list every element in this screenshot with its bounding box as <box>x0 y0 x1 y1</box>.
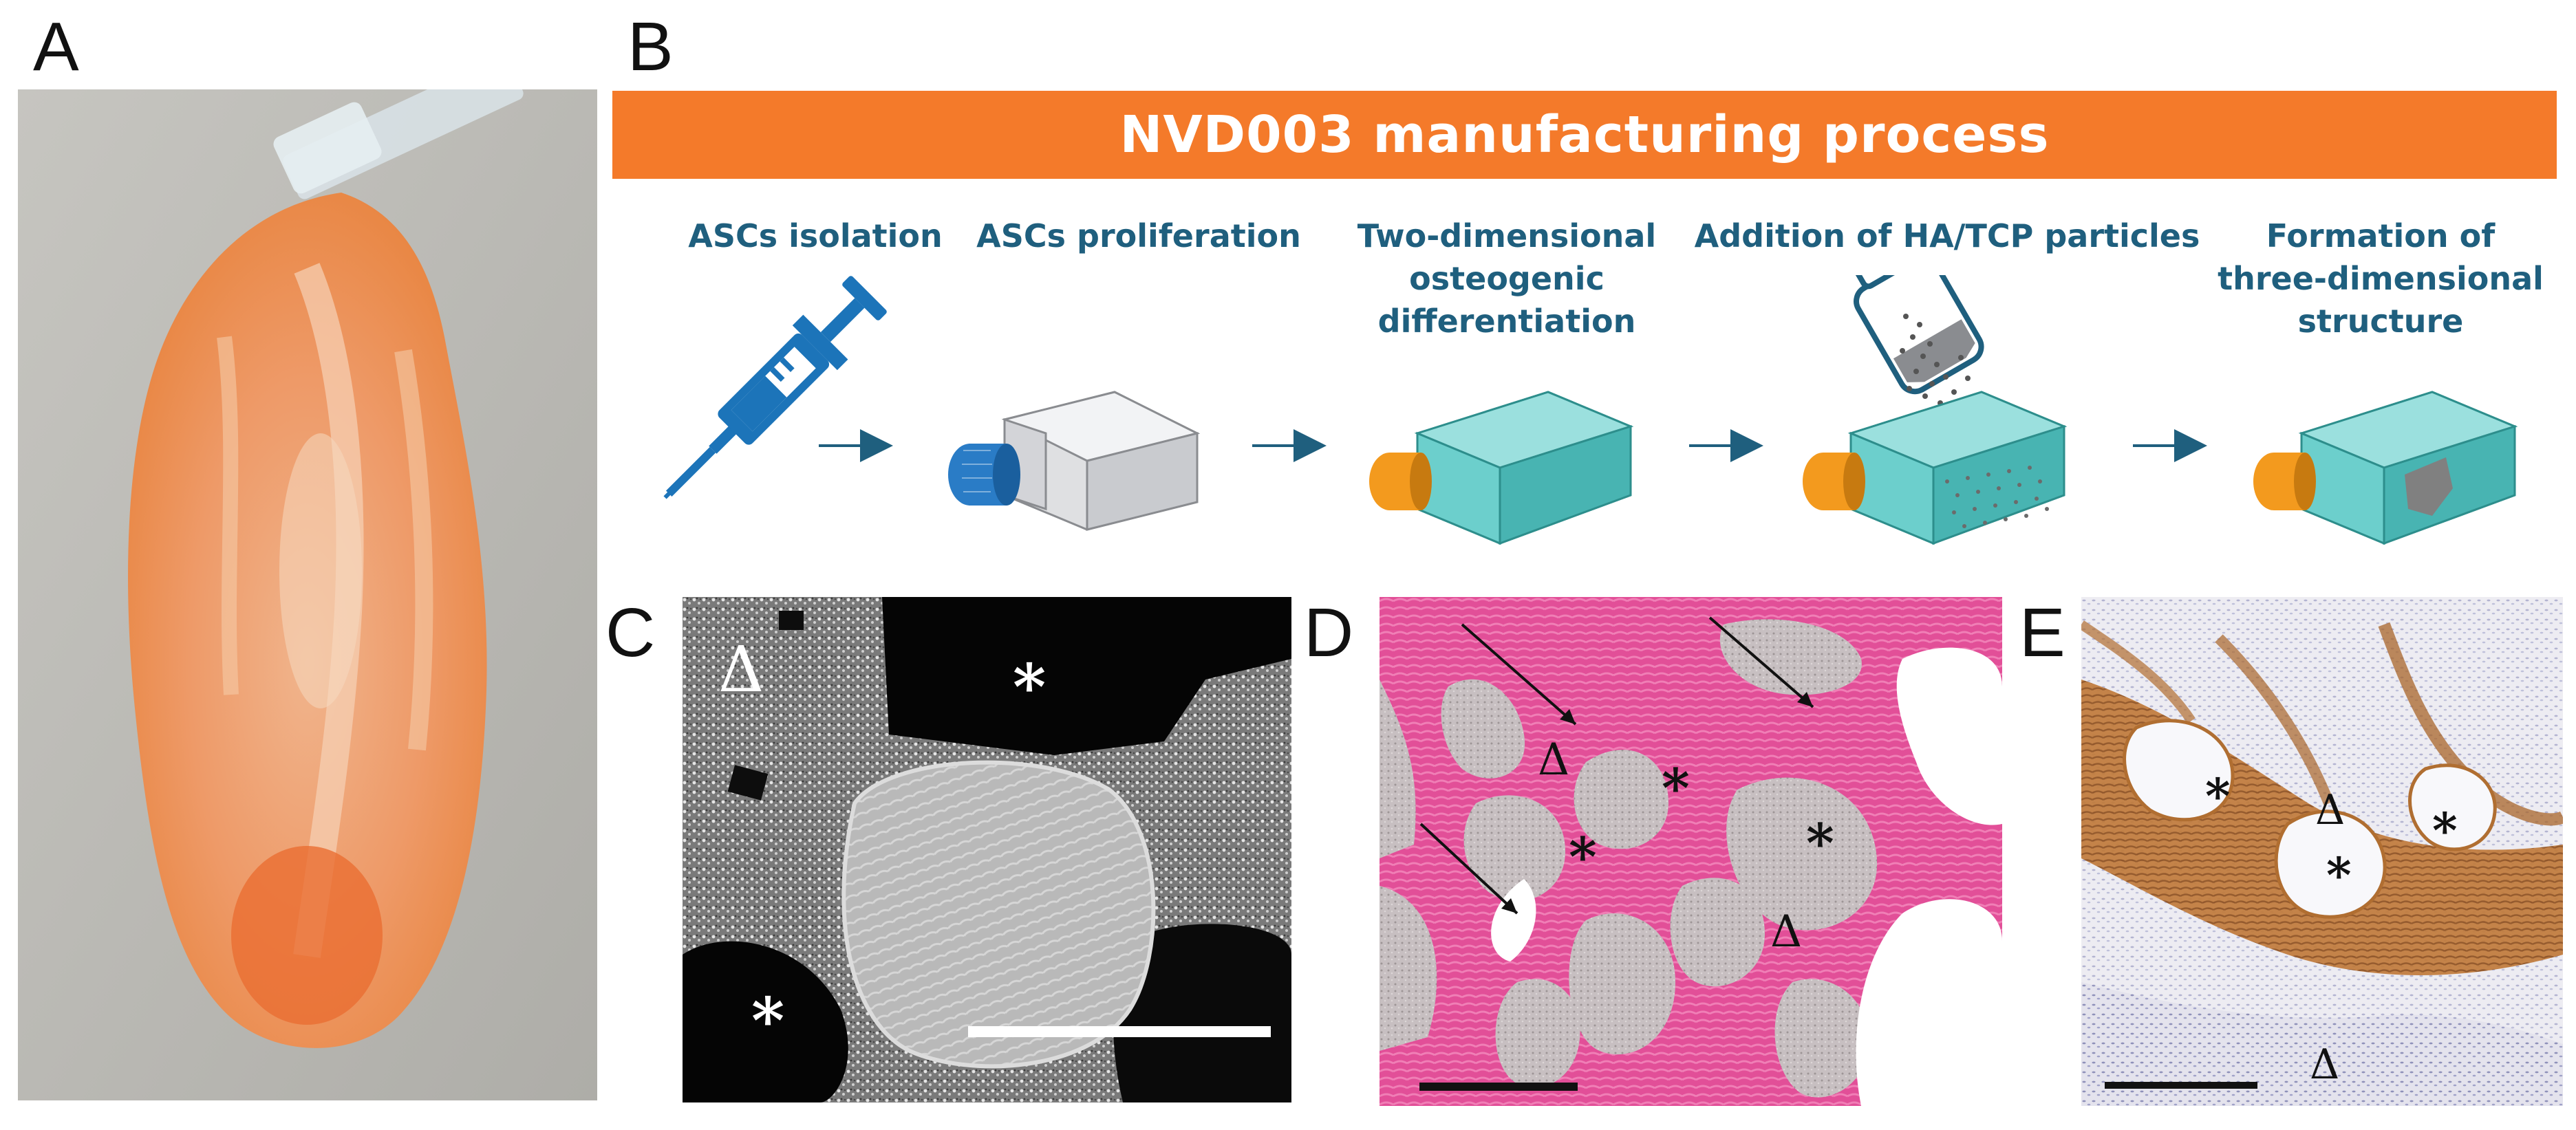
culture-flask-icon <box>1369 391 1634 545</box>
panel-label-e: E <box>2019 594 2065 671</box>
delta-marker: Δ <box>2315 786 2346 834</box>
step-5-line-2: three-dimensional <box>2218 260 2544 297</box>
he-stain-micrograph: Δ * * * Δ <box>1380 597 2002 1106</box>
ihc-stain-micrograph: * Δ * * Δ <box>2081 597 2563 1106</box>
step-3-line-1: Two-dimensional <box>1357 217 1657 254</box>
particle-spray <box>1900 314 1971 433</box>
sem-micrograph: Δ * * <box>683 597 1291 1102</box>
asterisk-marker: * <box>1013 650 1046 724</box>
step-3-line-3: differentiation <box>1377 303 1636 340</box>
asterisk-marker: * <box>2205 768 2231 825</box>
delta-marker: Δ <box>1770 906 1803 957</box>
scale-bar <box>2105 1082 2257 1089</box>
step-3-title: Two-dimensional osteogenic differentiati… <box>1307 215 1706 343</box>
culture-flask-icon <box>948 391 1201 531</box>
panel-label-c: C <box>605 594 656 671</box>
asterisk-marker: * <box>2432 802 2458 859</box>
step-1-title: ASCs isolation <box>623 215 1008 257</box>
step-2-line-1: ASCs proliferation <box>976 217 1301 254</box>
step-5-line-3: structure <box>2297 303 2464 340</box>
panel-label-d: D <box>1304 594 1354 671</box>
culture-flask-icon <box>1803 391 2068 545</box>
scale-bar <box>968 1026 1271 1037</box>
syringe-icon <box>663 276 887 499</box>
delta-marker: Δ <box>2310 1041 2340 1089</box>
panel-label-b: B <box>627 8 674 85</box>
scale-bar <box>1419 1083 1578 1091</box>
asterisk-marker: * <box>1662 757 1690 820</box>
delta-marker: Δ <box>718 633 764 706</box>
step-4-title: Addition of HA/TCP particles <box>1693 215 2202 257</box>
process-title: NVD003 manufacturing process <box>1119 105 2050 164</box>
asterisk-marker: * <box>1806 812 1834 875</box>
process-diagram <box>663 275 2518 545</box>
construct-photo <box>18 89 597 1100</box>
step-1-line-1: ASCs isolation <box>688 217 943 254</box>
asterisk-marker: * <box>2326 847 2352 904</box>
delta-marker: Δ <box>1538 735 1570 785</box>
culture-flask-icon <box>2253 391 2518 545</box>
asterisk-marker: * <box>751 984 785 1058</box>
step-3-line-2: osteogenic <box>1409 260 1604 297</box>
step-2-title: ASCs proliferation <box>946 215 1331 257</box>
step-4-line-1: Addition of HA/TCP particles <box>1694 217 2200 254</box>
step-5-line-1: Formation of <box>2266 217 2496 254</box>
panel-label-a: A <box>33 8 79 85</box>
process-banner: NVD003 manufacturing process <box>612 91 2557 179</box>
asterisk-marker: * <box>1569 826 1597 889</box>
step-5-title: Formation of three-dimensional structure <box>2188 215 2573 343</box>
